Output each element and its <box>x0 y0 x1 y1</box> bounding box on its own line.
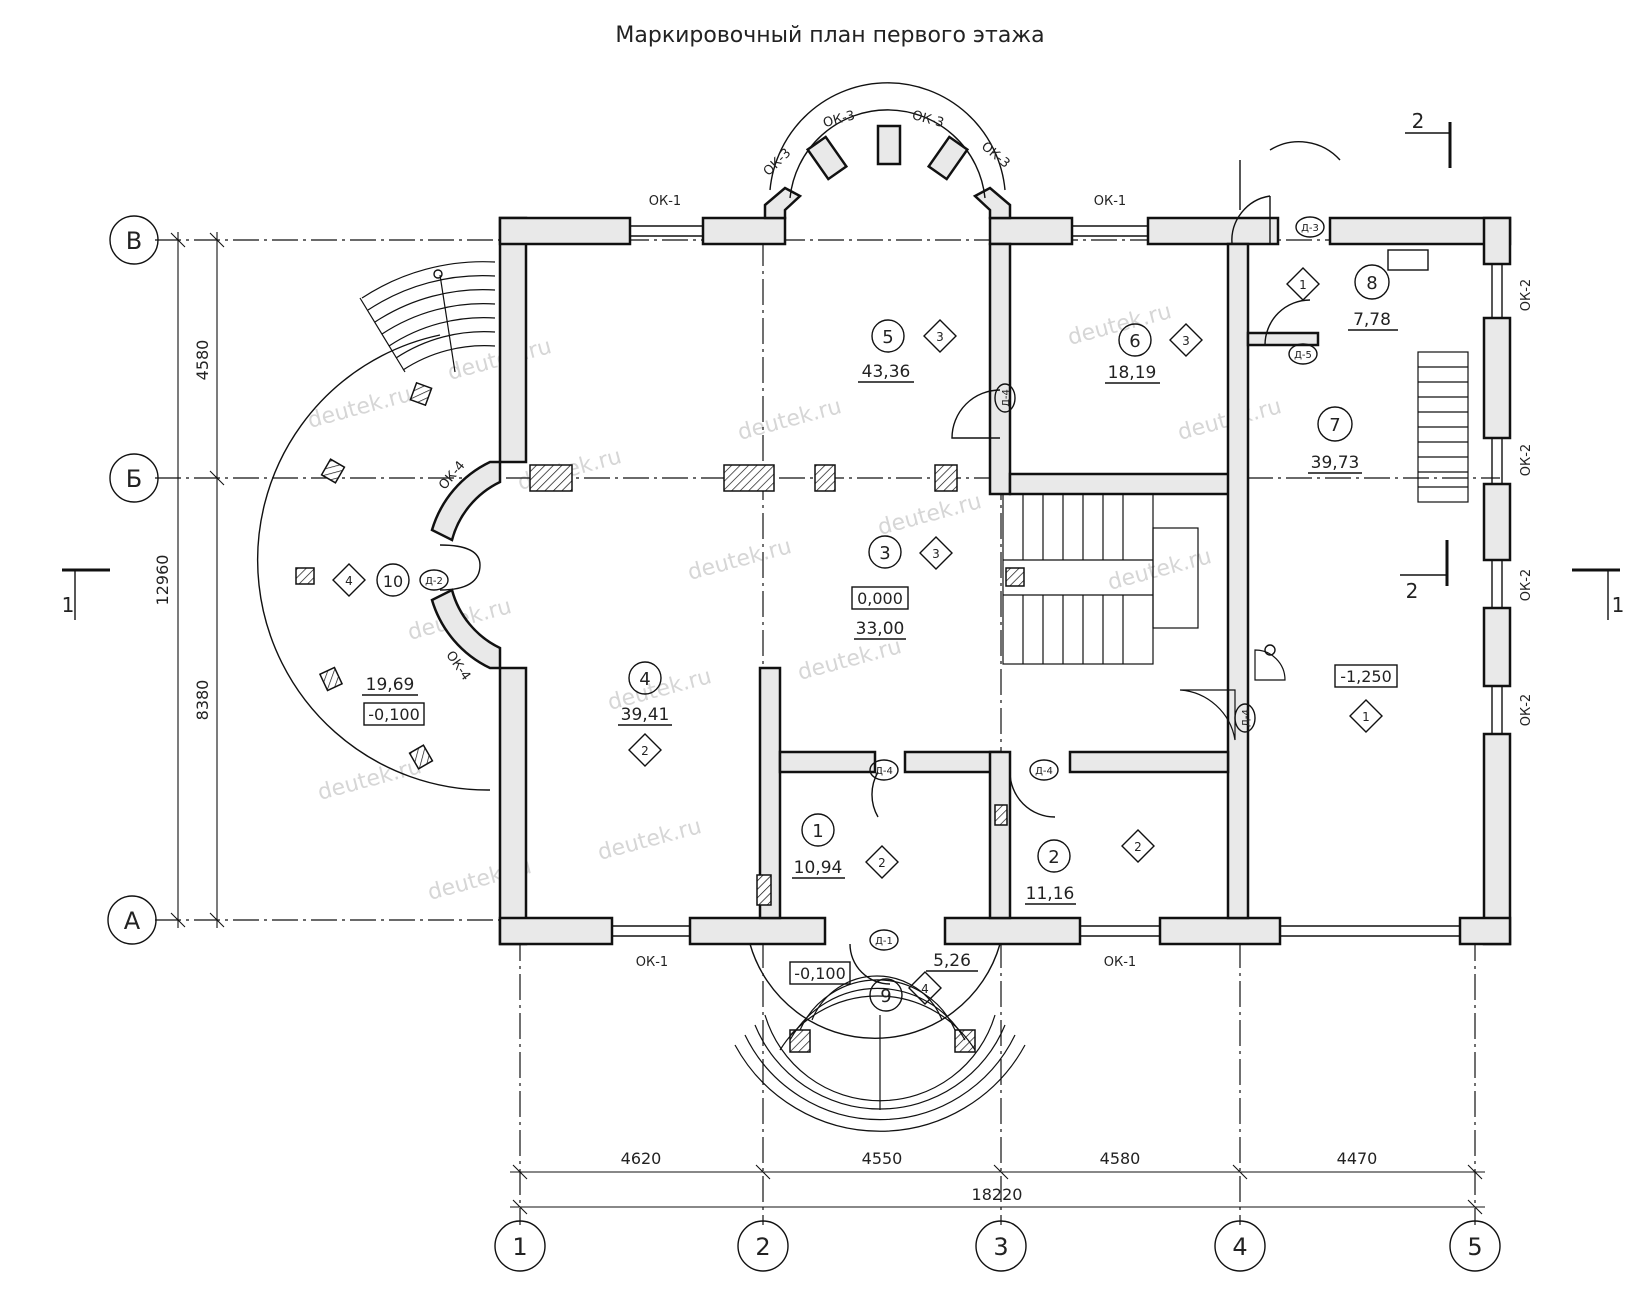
axis-label-5: 5 <box>1467 1233 1482 1261</box>
axis-label-3: 3 <box>993 1233 1008 1261</box>
door-mark-d4: Д-4 <box>1035 766 1053 777</box>
room-4-finish: 2 <box>641 744 649 758</box>
window-mark-ok3: ОК-3 <box>978 139 1012 171</box>
room-4-area: 39,41 <box>621 705 670 725</box>
room-5-number: 5 <box>882 327 893 348</box>
door-mark-d1: Д-1 <box>875 936 893 947</box>
room-10-finish: 4 <box>345 574 353 588</box>
window-mark-ok1: ОК-1 <box>649 194 681 209</box>
room-3-area: 33,00 <box>856 619 905 639</box>
room-8-finish: 1 <box>1299 278 1307 292</box>
door-mark-d4: Д-4 <box>1001 389 1012 407</box>
dim-4580-left: 4580 <box>193 340 212 381</box>
room-10-level: -0,100 <box>368 705 420 724</box>
drawing-title: Маркировочный план первого этажа <box>615 23 1044 48</box>
room-3-level: 0,000 <box>857 589 903 608</box>
room-9-level: -0,100 <box>794 964 846 983</box>
bottom-dimension-chain: 4620 4550 4580 4470 18220 <box>510 1149 1485 1215</box>
dim-total-18220: 18220 <box>972 1185 1023 1204</box>
watermark-text: deutek.ru <box>735 394 844 446</box>
room-2-area: 11,16 <box>1026 884 1075 904</box>
window-mark-ok2: ОК-2 <box>1519 694 1534 726</box>
door-mark-d2: Д-2 <box>425 576 443 587</box>
axis-label-2: 2 <box>755 1233 770 1261</box>
section-marks: 1 1 2 2 <box>62 109 1625 620</box>
section-1-left: 1 <box>62 593 75 617</box>
watermark-text: deutek.ru <box>795 634 904 686</box>
window-mark-ok3: ОК-3 <box>910 108 945 131</box>
main-staircase <box>1002 351 1469 741</box>
room-9-finish: 4 <box>921 982 929 996</box>
window-mark-ok2: ОК-2 <box>1519 444 1534 476</box>
watermark-text: deutek.ru <box>595 814 704 866</box>
dim-4580: 4580 <box>1100 1149 1141 1168</box>
room-5-finish: 3 <box>936 330 944 344</box>
room-10-area: 19,69 <box>366 675 415 695</box>
window-mark-ok1: ОК-1 <box>636 955 668 970</box>
section-2-mid: 2 <box>1406 579 1419 603</box>
door-mark-d3: Д-3 <box>1301 223 1319 234</box>
section-1-right: 1 <box>1612 593 1625 617</box>
room-9-area: 5,26 <box>933 951 971 971</box>
watermark-text: deutek.ru <box>315 754 424 806</box>
room-1-finish: 2 <box>878 856 886 870</box>
room-6-area: 18,19 <box>1108 363 1157 383</box>
room-3-finish: 3 <box>932 547 940 561</box>
left-rotunda <box>256 261 502 791</box>
room-8-area: 7,78 <box>1353 310 1391 330</box>
room-6-finish: 3 <box>1182 334 1190 348</box>
room-7-area: 39,73 <box>1311 453 1360 473</box>
exterior-walls <box>498 82 1512 946</box>
room-7-level: -1,250 <box>1340 667 1392 686</box>
door-marks: Д-1 Д-2 Д-3 Д-4 Д-4 Д-4 Д-4 Д-5 <box>419 216 1325 951</box>
axis-label-v: В <box>126 227 142 255</box>
left-dimension-chain: 4580 8380 12960 <box>153 232 225 928</box>
door-mark-d4: Д-4 <box>1241 709 1252 727</box>
door-mark-d5: Д-5 <box>1294 350 1312 361</box>
axis-number-markers: 1 2 3 4 5 <box>494 1220 1501 1272</box>
room-5-area: 43,36 <box>862 362 911 382</box>
watermark-text: deutek.ru <box>305 382 414 434</box>
interior-walls <box>295 242 1320 1053</box>
axis-letter-markers: В Б А <box>107 215 159 945</box>
dim-8380-left: 8380 <box>193 680 212 721</box>
window-mark-ok3: ОК-3 <box>821 108 856 131</box>
sink-fixture <box>1387 249 1429 271</box>
watermark-text: deutek.ru <box>875 489 984 541</box>
front-entrance <box>734 943 1026 1132</box>
room-4-number: 4 <box>639 669 650 690</box>
axis-label-a: А <box>124 907 141 935</box>
room-labels: 1 10,94 2 2 11,16 2 3 3 0,000 33,00 4 39… <box>332 264 1398 1012</box>
room-1-number: 1 <box>812 821 823 842</box>
axis-label-1: 1 <box>512 1233 527 1261</box>
room-2-finish: 2 <box>1134 840 1142 854</box>
dim-12960-left: 12960 <box>153 555 172 606</box>
window-mark-ok2: ОК-2 <box>1519 569 1534 601</box>
room-1-area: 10,94 <box>794 858 843 878</box>
grid-axes <box>155 239 1500 1225</box>
room-7-number: 7 <box>1329 415 1340 436</box>
room-6-number: 6 <box>1129 331 1140 352</box>
axis-label-b: Б <box>126 465 142 493</box>
window-mark-ok2: ОК-2 <box>1519 279 1534 311</box>
room-3-number: 3 <box>879 543 890 564</box>
window-mark-ok1: ОК-1 <box>1104 955 1136 970</box>
door-mark-d4: Д-4 <box>875 766 893 777</box>
room-9-number: 9 <box>880 986 891 1007</box>
room-8-number: 8 <box>1366 273 1377 294</box>
dim-4550: 4550 <box>862 1149 903 1168</box>
doors <box>871 141 1341 818</box>
window-mark-ok1: ОК-1 <box>1094 194 1126 209</box>
room-2-number: 2 <box>1048 847 1059 868</box>
room-10-number: 10 <box>383 572 403 591</box>
window-mark-ok3: ОК-3 <box>761 146 795 180</box>
axis-label-4: 4 <box>1232 1233 1247 1261</box>
watermark-text: deutek.ru <box>685 534 794 586</box>
section-2-top: 2 <box>1412 109 1425 133</box>
dim-4620: 4620 <box>621 1149 662 1168</box>
dim-4470: 4470 <box>1337 1149 1378 1168</box>
room-7-finish: 1 <box>1362 710 1370 724</box>
